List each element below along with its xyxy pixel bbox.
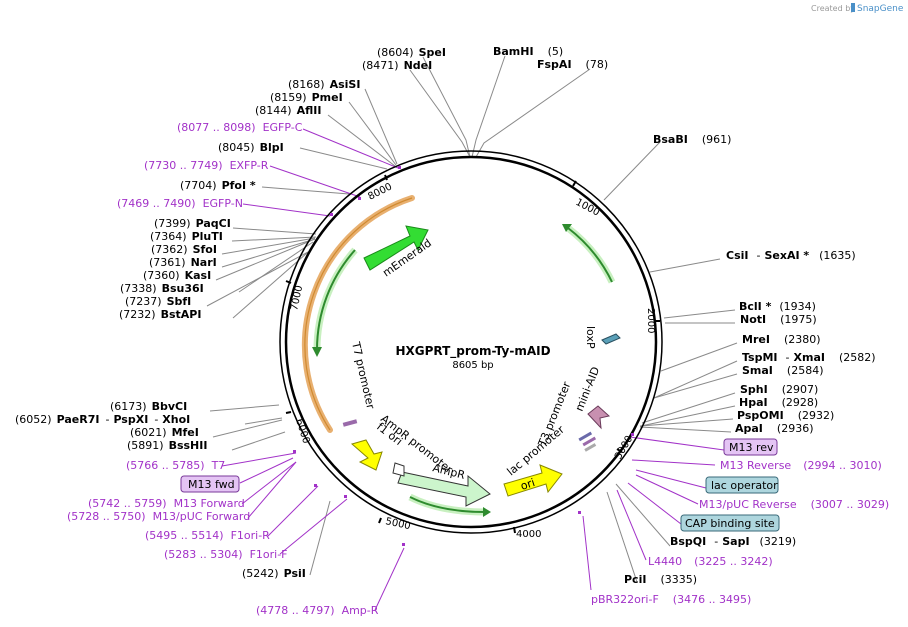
loxP-feature[interactable]: loxP	[584, 326, 621, 349]
enzyme-labels-lower-left: (6173)BbvCI (6052)PaeR7I-PspXI-XhoI (602…	[15, 400, 207, 452]
snapgene-credit: Created by SnapGene	[811, 3, 904, 14]
svg-text:PspOMI(2932): PspOMI(2932)	[737, 409, 834, 422]
plasmid-backbone	[279, 150, 663, 534]
svg-text:(8159)PmeI: (8159)PmeI	[270, 91, 343, 104]
mini-aid-feature[interactable]: mini-AID	[573, 365, 611, 430]
leader-lines	[206, 55, 738, 583]
svg-text:(7399)PaqCI: (7399)PaqCI	[154, 217, 231, 230]
svg-text:(8471)NdeI: (8471)NdeI	[362, 59, 432, 72]
svg-text:(7469 .. 7490)EGFP-N: (7469 .. 7490)EGFP-N	[117, 197, 243, 210]
svg-text:(5283 .. 5304)F1ori-F: (5283 .. 5304)F1ori-F	[164, 548, 288, 561]
tick-label: 8000	[366, 181, 394, 202]
svg-text:FspAI(78): FspAI(78)	[537, 58, 608, 71]
svg-text:BspQI-SapI(3219): BspQI-SapI(3219)	[670, 535, 796, 548]
tick-label: 6000	[293, 418, 311, 446]
svg-text:(6052)PaeR7I-PspXI-XhoI: (6052)PaeR7I-PspXI-XhoI	[15, 413, 190, 426]
enzyme-labels-bottom: BspQI-SapI(3219) PciI(3335) (5242)PsiI	[242, 535, 796, 586]
lac-operator-label: lac operator	[711, 479, 778, 492]
t7-promoter-label: T7 promoter	[349, 340, 377, 411]
svg-text:(8077 .. 8098)EGFP-C: (8077 .. 8098)EGFP-C	[177, 121, 303, 134]
svg-text:(4778 .. 4797)Amp-R: (4778 .. 4797)Amp-R	[256, 604, 379, 617]
m13-rev-box[interactable]: M13 rev	[723, 438, 778, 456]
svg-text:(5728 .. 5750)M13/pUC Forward: (5728 .. 5750)M13/pUC Forward	[67, 510, 250, 523]
svg-text:PciI(3335): PciI(3335)	[624, 573, 697, 586]
svg-text:(8144)AflII: (8144)AflII	[255, 104, 321, 117]
enzyme-labels-left: (7399)PaqCI (7364)PluTI (7362)SfoI (7361…	[119, 217, 231, 321]
ampr-promoter-feature[interactable]: AmpR promoter	[378, 412, 455, 477]
svg-text:SmaI(2584): SmaI(2584)	[742, 364, 823, 377]
svg-text:(7361)NarI: (7361)NarI	[149, 256, 217, 269]
svg-text:(8045)BlpI: (8045)BlpI	[218, 141, 284, 154]
svg-text:pBR322ori-F(3476 .. 3495): pBR322ori-F(3476 .. 3495)	[591, 593, 751, 606]
svg-text:(5891)BssHII: (5891)BssHII	[127, 439, 207, 452]
svg-text:CsiI-SexAI *(1635): CsiI-SexAI *(1635)	[726, 249, 856, 262]
svg-text:(7237)SbfI: (7237)SbfI	[125, 295, 191, 308]
svg-text:SphI(2907): SphI(2907)	[740, 383, 818, 396]
snapgene-logo-icon	[851, 3, 855, 12]
primer-leader-lines	[221, 128, 725, 611]
cap-binding-box[interactable]: CAP binding site	[680, 514, 780, 532]
svg-text:MreI(2380): MreI(2380)	[742, 333, 821, 346]
ori-label: ori	[519, 476, 537, 493]
m13-rev-label: M13 rev	[729, 441, 774, 454]
credit-brand: SnapGene	[857, 4, 904, 14]
t7-promoter-feature[interactable]: T7 promoter	[342, 340, 377, 427]
tick-label: 7000	[289, 284, 305, 311]
credit-prefix: Created by	[811, 4, 855, 13]
svg-text:M13 Reverse(2994 .. 3010): M13 Reverse(2994 .. 3010)	[720, 459, 882, 472]
svg-text:(7232)BstAPI: (7232)BstAPI	[119, 308, 201, 321]
svg-text:(5242)PsiI: (5242)PsiI	[242, 567, 306, 580]
svg-text:(6173)BbvCI: (6173)BbvCI	[110, 400, 187, 413]
tick-label: 1000	[574, 197, 602, 219]
svg-text:(7360)KasI: (7360)KasI	[143, 269, 211, 282]
lac-region-marks	[578, 431, 597, 452]
orf-arcs	[312, 224, 616, 517]
tick-marks	[285, 174, 660, 534]
svg-text:(6021)MfeI: (6021)MfeI	[130, 426, 199, 439]
svg-text:ApaI(2936): ApaI(2936)	[735, 422, 813, 435]
svg-text:(7362)SfoI: (7362)SfoI	[151, 243, 217, 256]
lac-promoter-label: lac promoter	[505, 423, 568, 479]
svg-text:(5742 .. 5759)M13 Forward: (5742 .. 5759)M13 Forward	[88, 497, 245, 510]
svg-text:(7338)Bsu36I: (7338)Bsu36I	[120, 282, 204, 295]
lac-operator-box[interactable]: lac operator	[705, 476, 779, 494]
tick-label: 5000	[384, 516, 411, 532]
svg-text:M13/pUC Reverse(3007 .. 3029): M13/pUC Reverse(3007 .. 3029)	[699, 498, 889, 511]
loxP-label: loxP	[584, 326, 597, 349]
ori-feature[interactable]: ori	[503, 464, 563, 497]
tick-label: 3000	[613, 434, 635, 462]
cap-binding-label: CAP binding site	[685, 517, 775, 530]
enzyme-labels-top: (8604)SpeI (8471)NdeI BamHI(5) FspAI(78)…	[180, 45, 731, 192]
plasmid-name: HXGPRT_prom-Ty-mAID	[395, 344, 550, 359]
svg-text:(5495 .. 5514)F1ori-R: (5495 .. 5514)F1ori-R	[145, 529, 270, 542]
svg-text:L4440(3225 .. 3242): L4440(3225 .. 3242)	[648, 555, 773, 568]
tick-label: 2000	[645, 308, 656, 333]
svg-text:TspMI-XmaI(2582): TspMI-XmaI(2582)	[742, 351, 876, 364]
svg-text:BamHI(5): BamHI(5)	[493, 45, 563, 58]
m13-fwd-label: M13 fwd	[188, 478, 235, 491]
svg-text:(8604)SpeI: (8604)SpeI	[377, 46, 446, 59]
svg-text:BclI *(1934): BclI *(1934)	[739, 300, 816, 313]
svg-text:(7730 .. 7749)EXFP-R: (7730 .. 7749)EXFP-R	[144, 159, 269, 172]
svg-text:(7704)PfoI *: (7704)PfoI *	[180, 179, 256, 192]
primer-labels: (8077 .. 8098)EGFP-C (7730 .. 7749)EXFP-…	[67, 121, 889, 617]
plasmid-length: 8605 bp	[452, 360, 493, 371]
ampr-promoter-label: AmpR promoter	[378, 412, 455, 476]
mEmerald-feature[interactable]: mEmerald	[363, 225, 434, 279]
svg-text:(8168)AsiSI: (8168)AsiSI	[288, 78, 360, 91]
ampr-feature[interactable]: AmpR	[397, 461, 491, 507]
svg-text:NotI(1975): NotI(1975)	[740, 313, 817, 326]
enzyme-labels-right: CsiI-SexAI *(1635) BclI *(1934) NotI(197…	[726, 249, 876, 435]
svg-text:(7364)PluTI: (7364)PluTI	[150, 230, 223, 243]
svg-text:HpaI(2928): HpaI(2928)	[739, 396, 818, 409]
svg-text:BsaBI(961): BsaBI(961)	[653, 133, 731, 146]
site-marks	[293, 166, 634, 546]
tick-label: 4000	[516, 529, 541, 540]
svg-text:(5766 .. 5785)T7: (5766 .. 5785)T7	[126, 459, 225, 472]
m13-fwd-box[interactable]: M13 fwd	[180, 475, 240, 493]
